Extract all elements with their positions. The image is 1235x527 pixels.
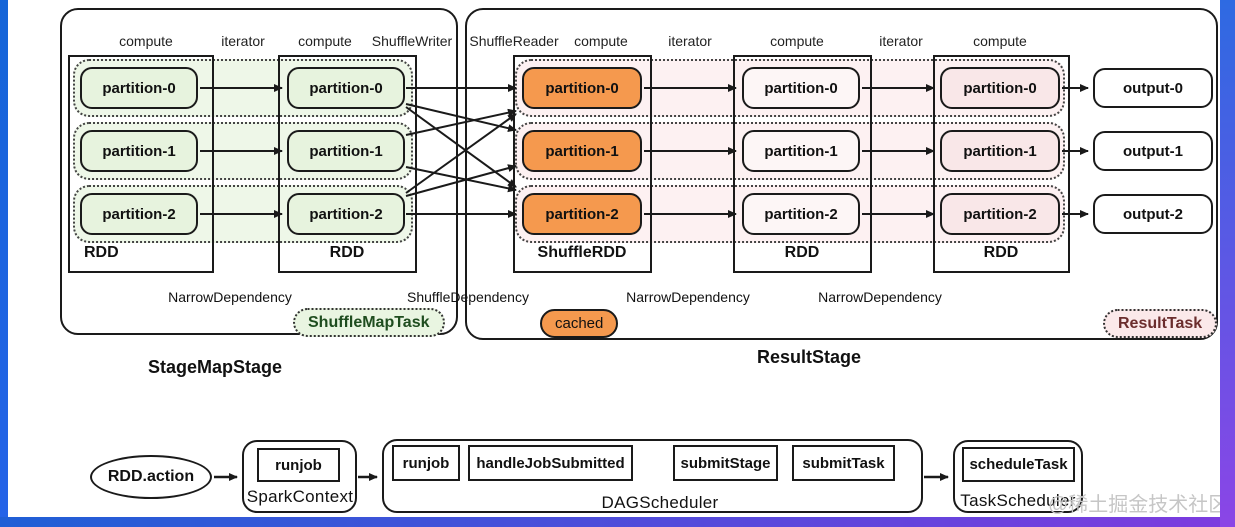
- output-box: output-0: [1093, 68, 1213, 108]
- output-box: output-2: [1093, 194, 1213, 234]
- spark-context-label: SparkContext: [246, 487, 354, 506]
- partition: partition-1: [287, 130, 405, 172]
- fn-label: compute: [574, 33, 628, 49]
- fn-label: compute: [298, 33, 352, 49]
- partition: partition-0: [940, 67, 1060, 109]
- fn-label: iterator: [221, 33, 265, 49]
- result-task-badge: ResultTask: [1103, 309, 1218, 338]
- dependency-label: NarrowDependency: [818, 289, 942, 305]
- fn-label: ShuffleWriter: [371, 33, 453, 49]
- partition: partition-1: [742, 130, 860, 172]
- fn-label: compute: [770, 33, 824, 49]
- partition: partition-0: [287, 67, 405, 109]
- rdd-action-node: RDD.action: [90, 455, 212, 499]
- partition: partition-1: [80, 130, 198, 172]
- partition: partition-0: [522, 67, 642, 109]
- left-border-strip: [0, 0, 8, 527]
- output-box: output-1: [1093, 131, 1213, 171]
- rdd3-box: [733, 55, 872, 273]
- fn-label: compute: [973, 33, 1027, 49]
- partition: partition-0: [742, 67, 860, 109]
- partition: partition-2: [522, 193, 642, 235]
- rdd-label: RDD: [784, 244, 820, 261]
- fn-label: ShuffleReader: [469, 33, 559, 49]
- dependency-label: NarrowDependency: [168, 289, 292, 305]
- rdd-label: RDD: [983, 244, 1019, 261]
- flow-step: runjob: [392, 445, 460, 481]
- partition: partition-2: [742, 193, 860, 235]
- partition: partition-2: [940, 193, 1060, 235]
- dag-scheduler-label: DAGScheduler: [601, 493, 719, 512]
- right-border-strip: [1220, 0, 1235, 527]
- dependency-label: ShuffleDependency: [407, 289, 529, 305]
- partition: partition-1: [522, 130, 642, 172]
- partition: partition-2: [287, 193, 405, 235]
- rdd1-box: [68, 55, 214, 273]
- task-scheduler-label: TaskScheduler: [960, 491, 1076, 510]
- cached-badge: cached: [540, 309, 619, 338]
- flow-step: submitTask: [792, 445, 895, 481]
- watermark: @稀土掘金技术社区: [1048, 494, 1229, 516]
- flow-step: scheduleTask: [962, 447, 1075, 482]
- rdd-label: RDD: [329, 244, 365, 261]
- partition: partition-2: [80, 193, 198, 235]
- partition: partition-0: [80, 67, 198, 109]
- fn-label: iterator: [879, 33, 923, 49]
- flow-step: submitStage: [673, 445, 778, 481]
- stage2-title: ResultStage: [756, 347, 862, 367]
- rdd4-box: [933, 55, 1070, 273]
- partition: partition-1: [940, 130, 1060, 172]
- stage1-title: StageMapStage: [147, 357, 283, 377]
- dependency-label: NarrowDependency: [626, 289, 750, 305]
- rdd-label: RDD: [84, 244, 119, 261]
- rdd-label: ShuffleRDD: [537, 244, 627, 261]
- shuffle-map-task-badge: ShuffleMapTask: [293, 308, 445, 337]
- fn-label: iterator: [668, 33, 712, 49]
- flow-step: handleJobSubmitted: [468, 445, 633, 481]
- fn-label: compute: [119, 33, 173, 49]
- bottom-border-strip: [0, 517, 1235, 527]
- flow-step: runjob: [257, 448, 340, 482]
